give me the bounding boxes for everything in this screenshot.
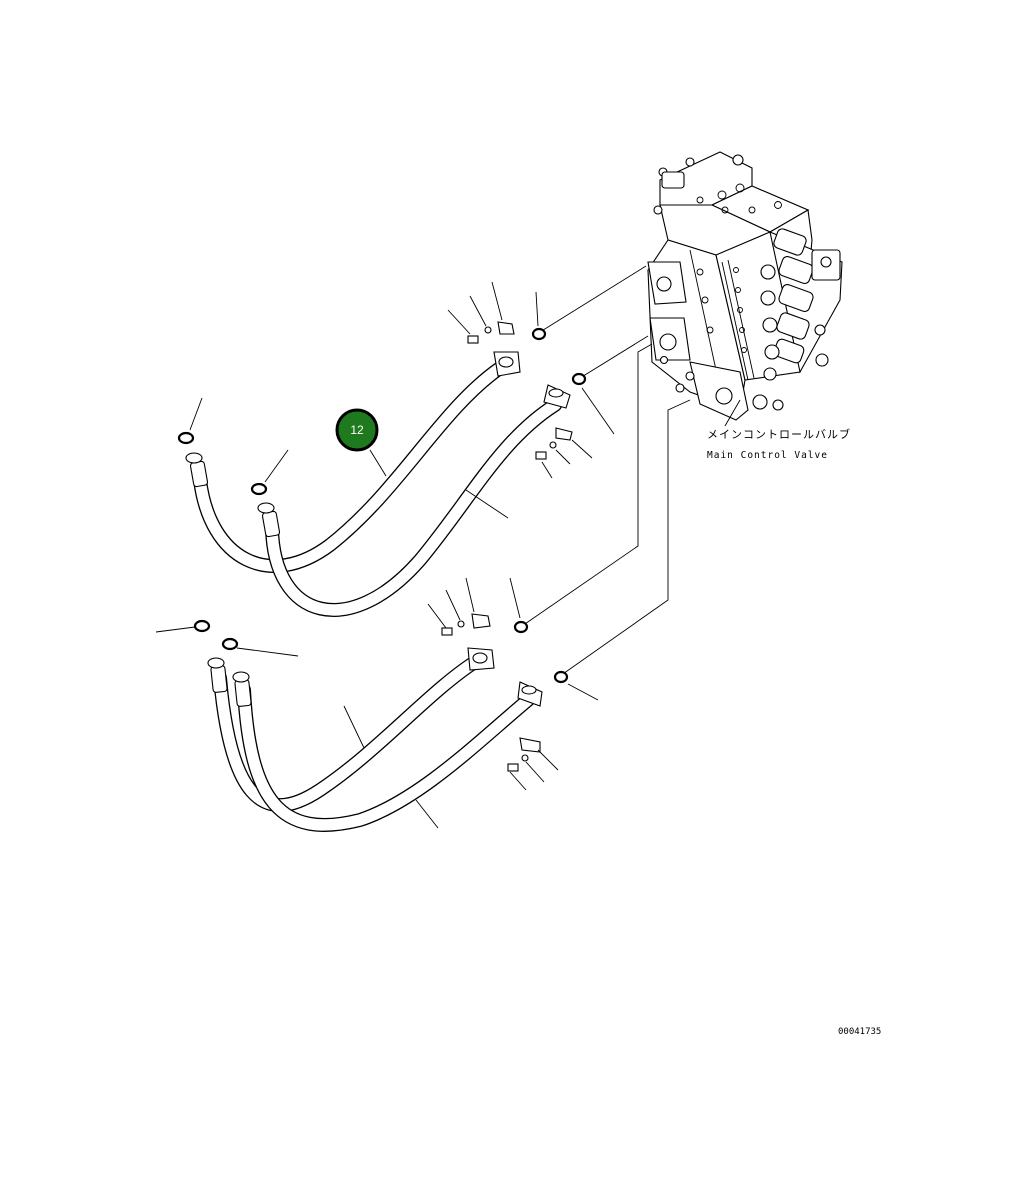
lower-hose-assembly (207, 647, 543, 832)
upper-leader-lines (189, 281, 615, 519)
valve-label-jp: メインコントロールバルブ (707, 427, 851, 441)
main-control-valve (647, 151, 843, 421)
upper-hose-assembly (185, 351, 571, 617)
callout-12[interactable]: 12 (335, 408, 379, 452)
callout-circle-icon[interactable] (335, 408, 379, 452)
lower-fasteners (193, 613, 569, 772)
upper-fasteners (177, 321, 587, 496)
figure-number: 00041735 (838, 1027, 881, 1037)
valve-leader-line (724, 399, 741, 427)
callout-number: 12 (350, 423, 364, 437)
route-lines (521, 265, 691, 677)
valve-label-en: Main Control Valve (707, 450, 828, 461)
lower-leader-lines (155, 577, 599, 829)
